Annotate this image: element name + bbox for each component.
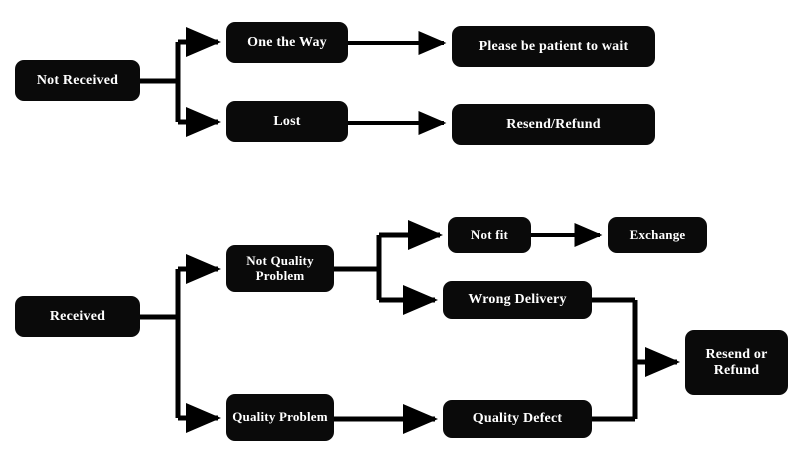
edge-not-received-to-split: [140, 42, 181, 122]
node-exchange[interactable]: Exchange: [608, 217, 707, 253]
node-received[interactable]: Received: [15, 296, 140, 337]
node-not-quality-problem[interactable]: Not Quality Problem: [226, 245, 334, 292]
node-wrong-delivery[interactable]: Wrong Delivery: [443, 281, 592, 319]
node-not-received[interactable]: Not Received: [15, 60, 140, 101]
node-quality-problem[interactable]: Quality Problem: [226, 394, 334, 441]
node-quality-defect[interactable]: Quality Defect: [443, 400, 592, 438]
node-lost[interactable]: Lost: [226, 101, 348, 142]
node-resend-or-refund[interactable]: Resend or Refund: [685, 330, 788, 395]
edge-not-quality-to-split: [334, 235, 382, 300]
node-one-the-way[interactable]: One the Way: [226, 22, 348, 63]
node-please-be-patient-to-wait[interactable]: Please be patient to wait: [452, 26, 655, 67]
edge-merge-to-resend-or-refund: [632, 300, 680, 419]
edge-received-to-split: [140, 269, 181, 418]
node-not-fit[interactable]: Not fit: [448, 217, 531, 253]
node-resend-refund[interactable]: Resend/Refund: [452, 104, 655, 145]
